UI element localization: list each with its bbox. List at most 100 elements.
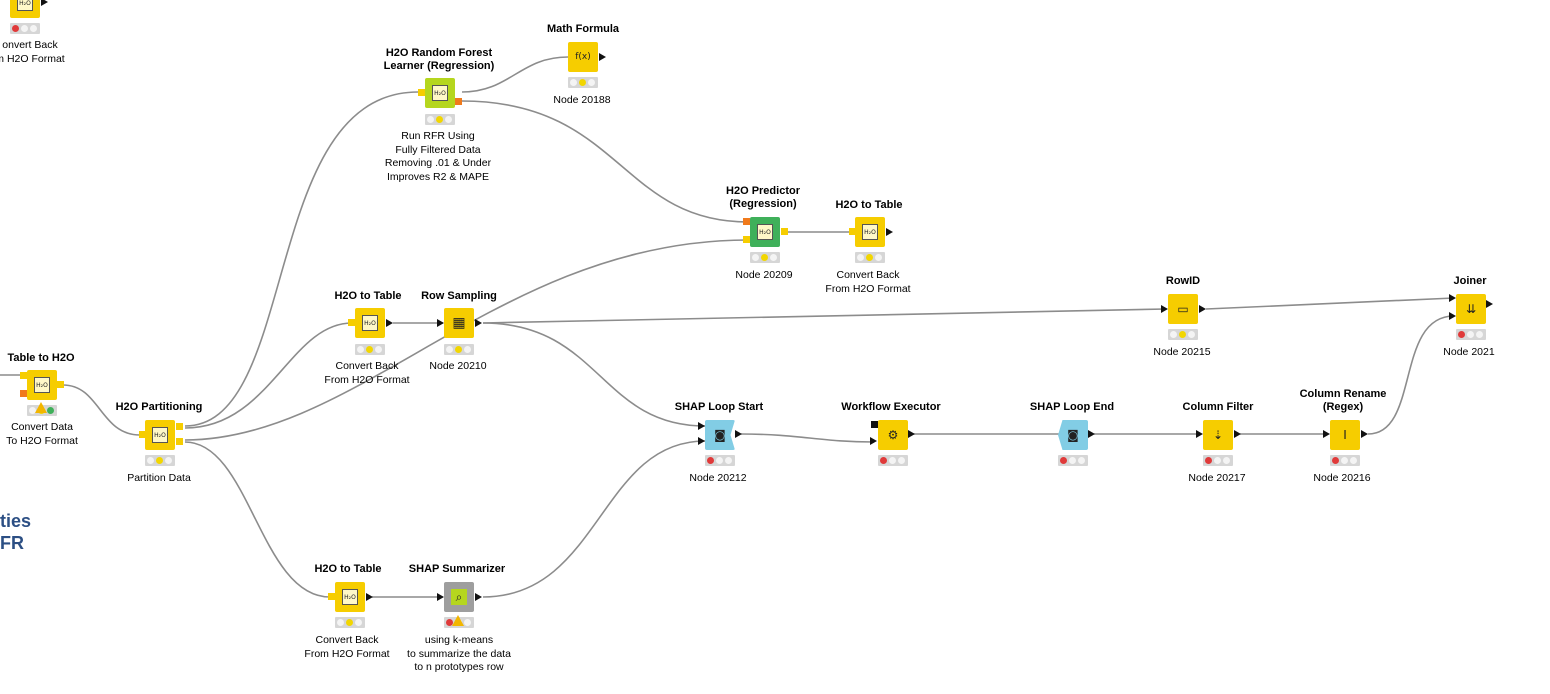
node-icon[interactable]: ⌕	[444, 582, 474, 612]
node-title: H2O Predictor (Regression)	[726, 185, 800, 210]
node-caption: Run RFR Using Fully Filtered Data Removi…	[384, 130, 492, 183]
input-port[interactable]	[20, 390, 27, 397]
output-port[interactable]	[1486, 300, 1493, 308]
edge-table-to-h2o-partitioning	[62, 384, 141, 436]
input-port[interactable]	[871, 421, 878, 428]
joiner-icon: ⇊	[1465, 302, 1477, 316]
node-icon[interactable]: ⚙	[878, 420, 908, 450]
magnifier-icon: ⌕	[451, 589, 467, 605]
h2o-icon: H₂O	[34, 377, 50, 393]
node-icon[interactable]: H₂O	[355, 308, 385, 338]
output-port[interactable]	[781, 228, 788, 235]
status-indicator	[425, 114, 455, 125]
loop-start-icon: ◙	[714, 428, 726, 442]
h2o-icon: H₂O	[862, 224, 878, 240]
node-title: SHAP Loop End	[1029, 401, 1115, 413]
node-title: RowID	[1165, 275, 1201, 287]
node-caption: using k-means to summarize the data to n…	[407, 634, 511, 673]
input-port[interactable]	[20, 372, 27, 379]
node-icon[interactable]: H₂O	[855, 217, 885, 247]
output-port[interactable]	[735, 430, 742, 438]
table-grid-icon: ▦	[452, 315, 466, 331]
warning-icon	[35, 402, 47, 413]
h2o-icon: H₂O	[152, 427, 168, 443]
node-icon[interactable]: ◙	[705, 420, 735, 450]
input-port[interactable]	[1196, 430, 1203, 438]
input-port[interactable]	[870, 437, 877, 445]
node-title: SHAP Loop Start	[674, 401, 764, 413]
output-port[interactable]	[1088, 430, 1095, 438]
edge-rf-to-math	[461, 56, 569, 93]
input-port[interactable]	[328, 593, 335, 600]
node-title: H2O Partitioning	[115, 401, 203, 413]
status-indicator	[878, 455, 908, 466]
node-title: SHAP Summarizer	[408, 563, 506, 575]
node-title: Row Sampling	[421, 290, 497, 302]
input-port[interactable]	[348, 319, 355, 326]
input-port[interactable]	[418, 89, 425, 96]
output-port[interactable]	[908, 430, 915, 438]
node-icon[interactable]: H₂O	[27, 370, 57, 400]
output-port[interactable]	[455, 98, 462, 105]
output-port[interactable]	[475, 319, 482, 327]
input-port[interactable]	[698, 422, 705, 430]
output-port[interactable]	[366, 593, 373, 601]
node-caption: Convert Back From H2O Format	[324, 360, 410, 386]
status-indicator	[750, 252, 780, 263]
node-icon[interactable]: H₂O	[335, 582, 365, 612]
input-port[interactable]	[1161, 305, 1168, 313]
node-icon[interactable]: H₂O	[10, 0, 40, 18]
input-port[interactable]	[698, 437, 705, 445]
node-caption: Node 20209	[735, 269, 793, 281]
output-port[interactable]	[599, 53, 606, 61]
input-port[interactable]	[743, 236, 750, 243]
node-caption: Convert Back From H2O Format	[304, 634, 390, 660]
node-icon[interactable]: ▦	[444, 308, 474, 338]
node-icon[interactable]: H₂O	[750, 217, 780, 247]
node-icon[interactable]: H₂O	[145, 420, 175, 450]
node-caption: Node 20210	[429, 360, 487, 372]
output-port[interactable]	[475, 593, 482, 601]
output-port[interactable]	[57, 381, 64, 388]
node-caption: onvert Back m H2O Format	[0, 39, 65, 65]
node-icon[interactable]: ⇣	[1203, 420, 1233, 450]
output-port[interactable]	[1234, 430, 1241, 438]
output-port[interactable]	[386, 319, 393, 327]
input-port[interactable]	[139, 431, 146, 438]
input-port[interactable]	[437, 593, 444, 601]
node-icon[interactable]: Ⅰ	[1330, 420, 1360, 450]
status-indicator	[705, 455, 735, 466]
output-port[interactable]	[176, 438, 183, 445]
output-port[interactable]	[1361, 430, 1368, 438]
node-title: H2O Random Forest Learner (Regression)	[383, 47, 495, 72]
node-icon[interactable]: ◙	[1058, 420, 1088, 450]
connections-layer	[0, 56, 1455, 598]
warning-icon	[452, 615, 464, 626]
input-port[interactable]	[1449, 294, 1456, 302]
input-port[interactable]	[1323, 430, 1330, 438]
output-port[interactable]	[176, 423, 183, 430]
node-title: Joiner	[1453, 275, 1487, 287]
node-icon[interactable]: H₂O	[425, 78, 455, 108]
status-indicator	[1330, 455, 1360, 466]
edge-sampling-to-rowid	[482, 308, 1167, 324]
node-caption: Convert Data To H2O Format	[6, 421, 78, 447]
output-port[interactable]	[41, 0, 48, 6]
edge-rf-to-predictor	[461, 100, 749, 223]
input-port[interactable]	[1449, 312, 1456, 320]
column-rename-icon: Ⅰ	[1343, 428, 1347, 442]
input-port[interactable]	[743, 218, 750, 225]
node-icon[interactable]: ⇊	[1456, 294, 1486, 324]
input-port[interactable]	[437, 319, 444, 327]
node-caption: Node 2021	[1443, 346, 1495, 358]
status-indicator	[1058, 455, 1088, 466]
input-port[interactable]	[849, 228, 856, 235]
output-port[interactable]	[1199, 305, 1206, 313]
h2o-icon: H₂O	[362, 315, 378, 331]
edge-partition-h2o-to-table-bottom	[184, 441, 331, 598]
node-icon[interactable]: f(x)	[568, 42, 598, 72]
output-port[interactable]	[886, 228, 893, 236]
workflow-canvas[interactable]: H₂O onvert Back m H2O Format Table to H2…	[0, 0, 1495, 694]
status-indicator	[444, 344, 474, 355]
node-icon[interactable]: ▭	[1168, 294, 1198, 324]
